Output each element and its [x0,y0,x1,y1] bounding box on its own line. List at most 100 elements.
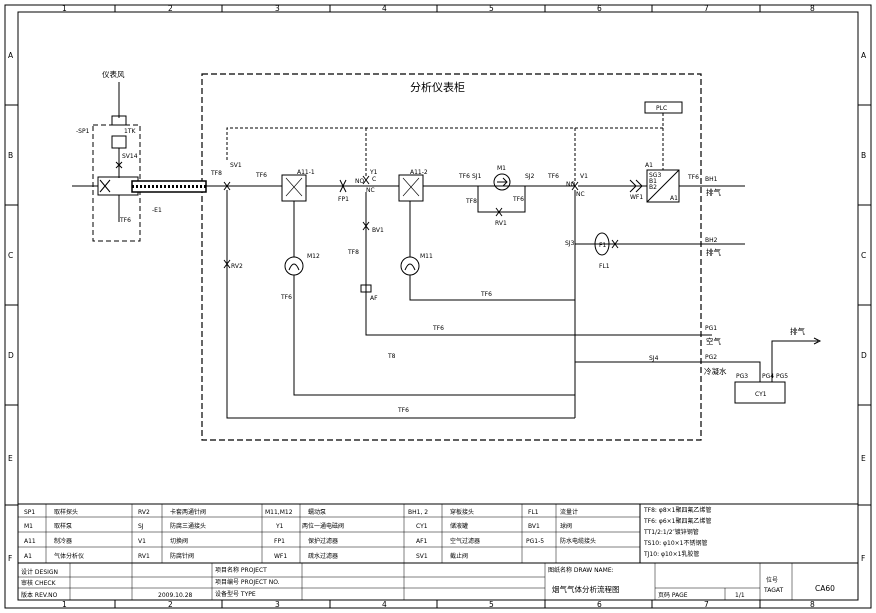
tag-sj4: SJ4 [649,355,659,362]
tag-bv1: BV1 [372,227,384,234]
outer-frame [4,4,872,609]
row-label-c-right: C [861,251,866,260]
legend-name: 球阀 [560,522,572,530]
zone-columns-top: 1 2 3 4 5 6 7 8 [62,4,815,13]
tag-tf6-4: TF6 [547,173,559,180]
tag-v1-nc: NC [576,191,585,198]
drain-line-m11 [409,275,575,301]
tag-sj2: SJ2 [525,173,535,180]
tag-tf6-5: TF6 [687,174,699,181]
tag-sj1: SJ1 [472,173,482,180]
filter-fp1 [339,179,347,193]
tag-tf6-3: TF6 [458,173,470,180]
legend-name: 穿板接头 [450,508,474,516]
col-label-7: 7 [704,4,709,13]
row-label-e: E [8,454,13,463]
col-label-6: 6 [597,4,602,13]
col-label-1: 1 [62,4,67,13]
tag-v1: V1 [580,173,588,180]
row-label-c: C [8,251,13,260]
legend-code: SJ [138,523,144,530]
legend-name: 防腐针阀 [170,552,194,560]
legend-name: 气体分析仪 [54,552,84,560]
tag-e1: -E1 [152,207,162,214]
legend-code: FP1 [274,538,285,545]
col-label-6-bottom: 6 [597,600,602,609]
bypass-line [226,190,575,419]
pump-bypass [477,186,526,213]
tag-m12: M12 [307,253,320,260]
cabinet-title: 分析仪表柜 [410,80,465,94]
legend-code: BV1 [528,523,540,530]
tag-tf6-probe: TF6 [119,217,131,224]
col-label-2: 2 [168,4,173,13]
exhaust-label-3: 排气 [790,326,805,336]
tag-pg1: PG1 [705,325,717,332]
tag-tf8-cal: TF8 [347,249,359,256]
legend-code: RV1 [138,553,150,560]
col-label-3: 3 [275,4,280,13]
tag-sv14: SV14 [122,153,138,160]
legend-name: 制冷器 [54,537,72,545]
pressure-regulator [111,115,127,126]
valve-rv2 [223,259,231,269]
tag-tf6-2: TF6 [255,172,267,179]
col-label-4-bottom: 4 [382,600,387,609]
tag-sv1: SV1 [230,162,242,169]
tag-tf6-air: TF6 [432,325,444,332]
analyzer-cabinet [201,73,702,441]
tag-tf6-bottom: TF6 [397,407,409,414]
inner-frame [17,11,859,601]
air-label: 空气 [706,336,721,346]
tank-exhaust [771,340,818,382]
exhaust-label-2: 排气 [706,247,721,257]
flowmeter-fl1 [594,232,610,256]
zone-rows: A B C D E F A B C D E F [5,51,871,563]
valve-sv14 [115,161,123,169]
check-label: 审核 CHECK [21,579,57,587]
type-label: 设备型号 TYPE [215,590,256,598]
tag-pg4: PG4 [762,373,774,380]
air-filter-af [360,284,372,293]
zone-columns-bottom: 1 2 3 4 5 6 7 8 [62,600,815,609]
tag-af: AF [370,295,378,302]
legend-name: 两位一通电磁阀 [302,522,344,530]
col-label-8-bottom: 8 [810,600,815,609]
legend-name: 防水电缆接头 [560,537,596,545]
tag-1tk: 1TK [124,128,136,135]
pipe-note: TT1/2:1/2″镀锌钢管 [643,528,699,536]
pipe-note: TJ10: φ10×1乳胶管 [643,550,699,558]
tag-sj3: SJ3 [565,240,575,247]
legend-code: A1 [24,553,32,560]
probe-filter [99,179,111,193]
tag-tf8-bp1: TF8 [465,198,477,205]
tag-b2: B2 [649,184,657,191]
row-label-d: D [8,351,14,360]
col-label-5-bottom: 5 [489,600,494,609]
legend-code: SV1 [416,553,428,560]
valve-bv1 [362,221,370,231]
legend-code: BH1, 2 [408,509,428,516]
legend-name: 取样泵 [54,522,72,530]
legend-table [18,503,858,564]
tagat-label: TAGAT [763,587,783,594]
drain-line-m12 [293,275,575,396]
tag-a11-2: A11-2 [410,169,428,176]
tag-y1-c: C [372,176,376,183]
row-label-f: F [8,554,12,563]
title-block [18,563,793,600]
legend-name: 流量计 [560,508,578,516]
tag-bh1: BH1 [705,176,718,183]
tag-f1: F1 [599,242,606,249]
tag-tf8-1: TF8 [210,170,222,177]
tag-pg2: PG2 [705,354,717,361]
pipe-notes: TF8: φ8×1聚四氟乙烯管 TF6: φ6×1聚四氟乙烯管 TT1/2:1/… [643,506,711,558]
page-label: 页码 PAGE [658,591,688,599]
legend-code: SP1 [24,509,35,516]
legend-name: 截止阀 [450,552,468,560]
valve-rv1 [495,207,503,217]
legend-code: CY1 [416,523,428,530]
tag-cy1: CY1 [755,391,767,398]
solenoid-y1 [362,175,370,185]
